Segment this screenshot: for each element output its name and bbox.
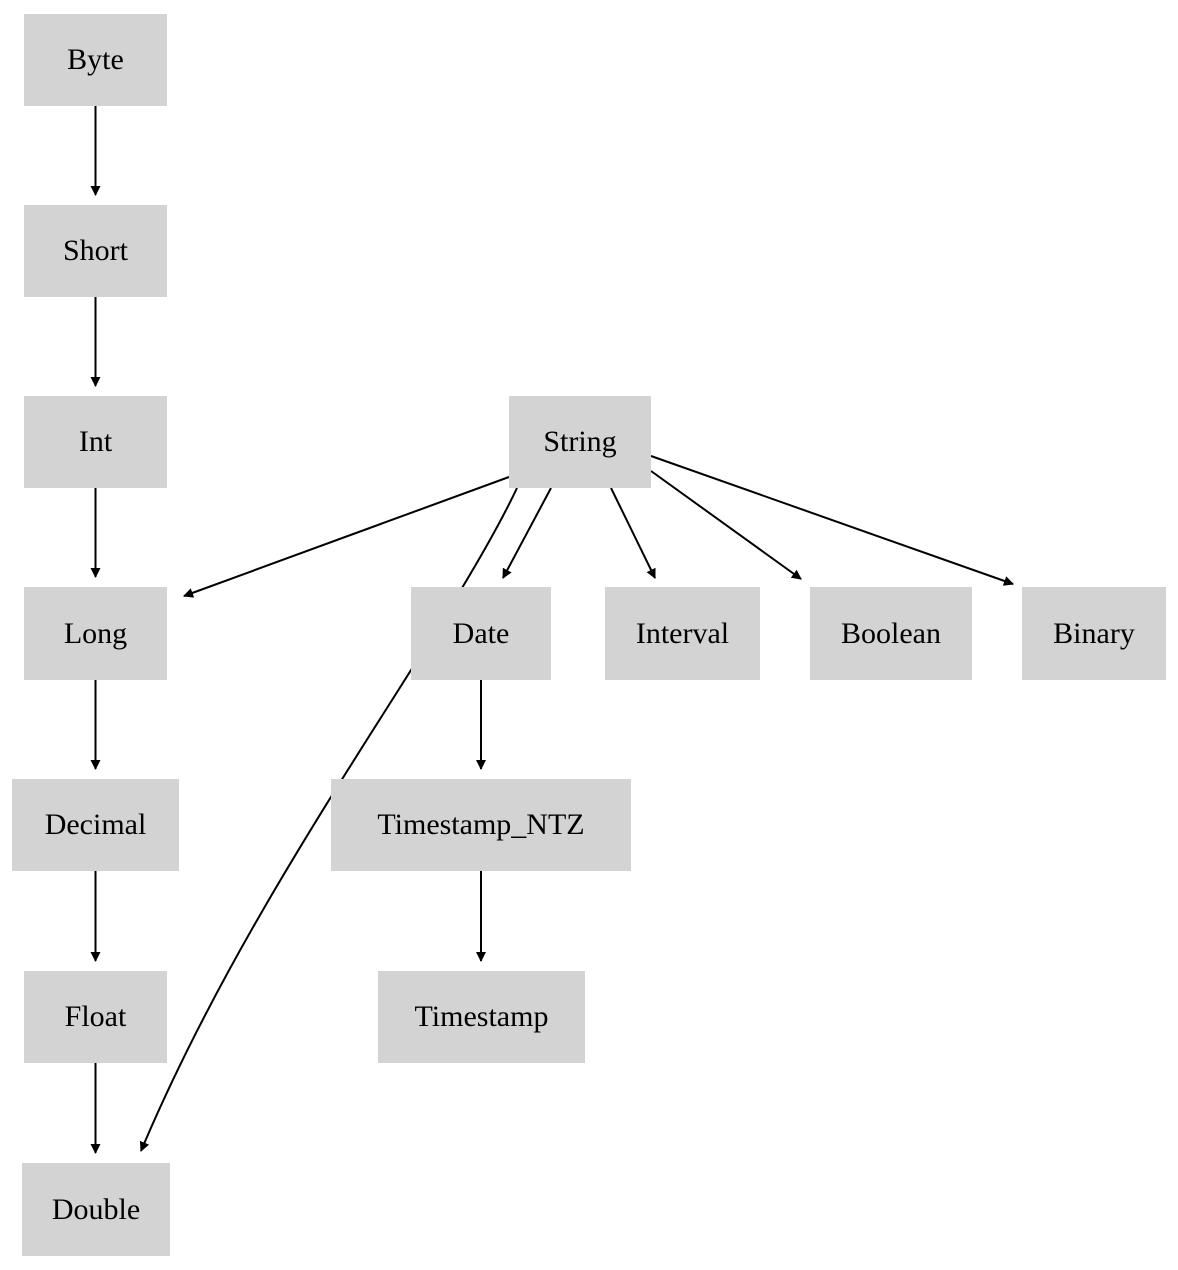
node-int: Int [24, 396, 167, 488]
edge-string-interval [610, 487, 656, 579]
node-binary: Binary [1022, 587, 1166, 680]
node-timestamp-ntz: Timestamp_NTZ [331, 779, 631, 871]
edge-string-long [183, 476, 510, 598]
edge-string-binary [650, 455, 1014, 586]
node-string: String [509, 396, 651, 488]
node-short: Short [24, 205, 167, 297]
node-float: Float [24, 971, 167, 1063]
node-boolean: Boolean [810, 587, 972, 680]
node-interval: Interval [605, 587, 760, 680]
node-byte: Byte [24, 14, 167, 106]
edge-string-boolean [650, 470, 802, 580]
edge-string-date [502, 487, 552, 579]
node-double: Double [22, 1163, 170, 1256]
node-long: Long [24, 587, 167, 680]
node-timestamp: Timestamp [378, 971, 585, 1063]
node-date: Date [411, 587, 551, 680]
node-decimal: Decimal [12, 779, 179, 871]
